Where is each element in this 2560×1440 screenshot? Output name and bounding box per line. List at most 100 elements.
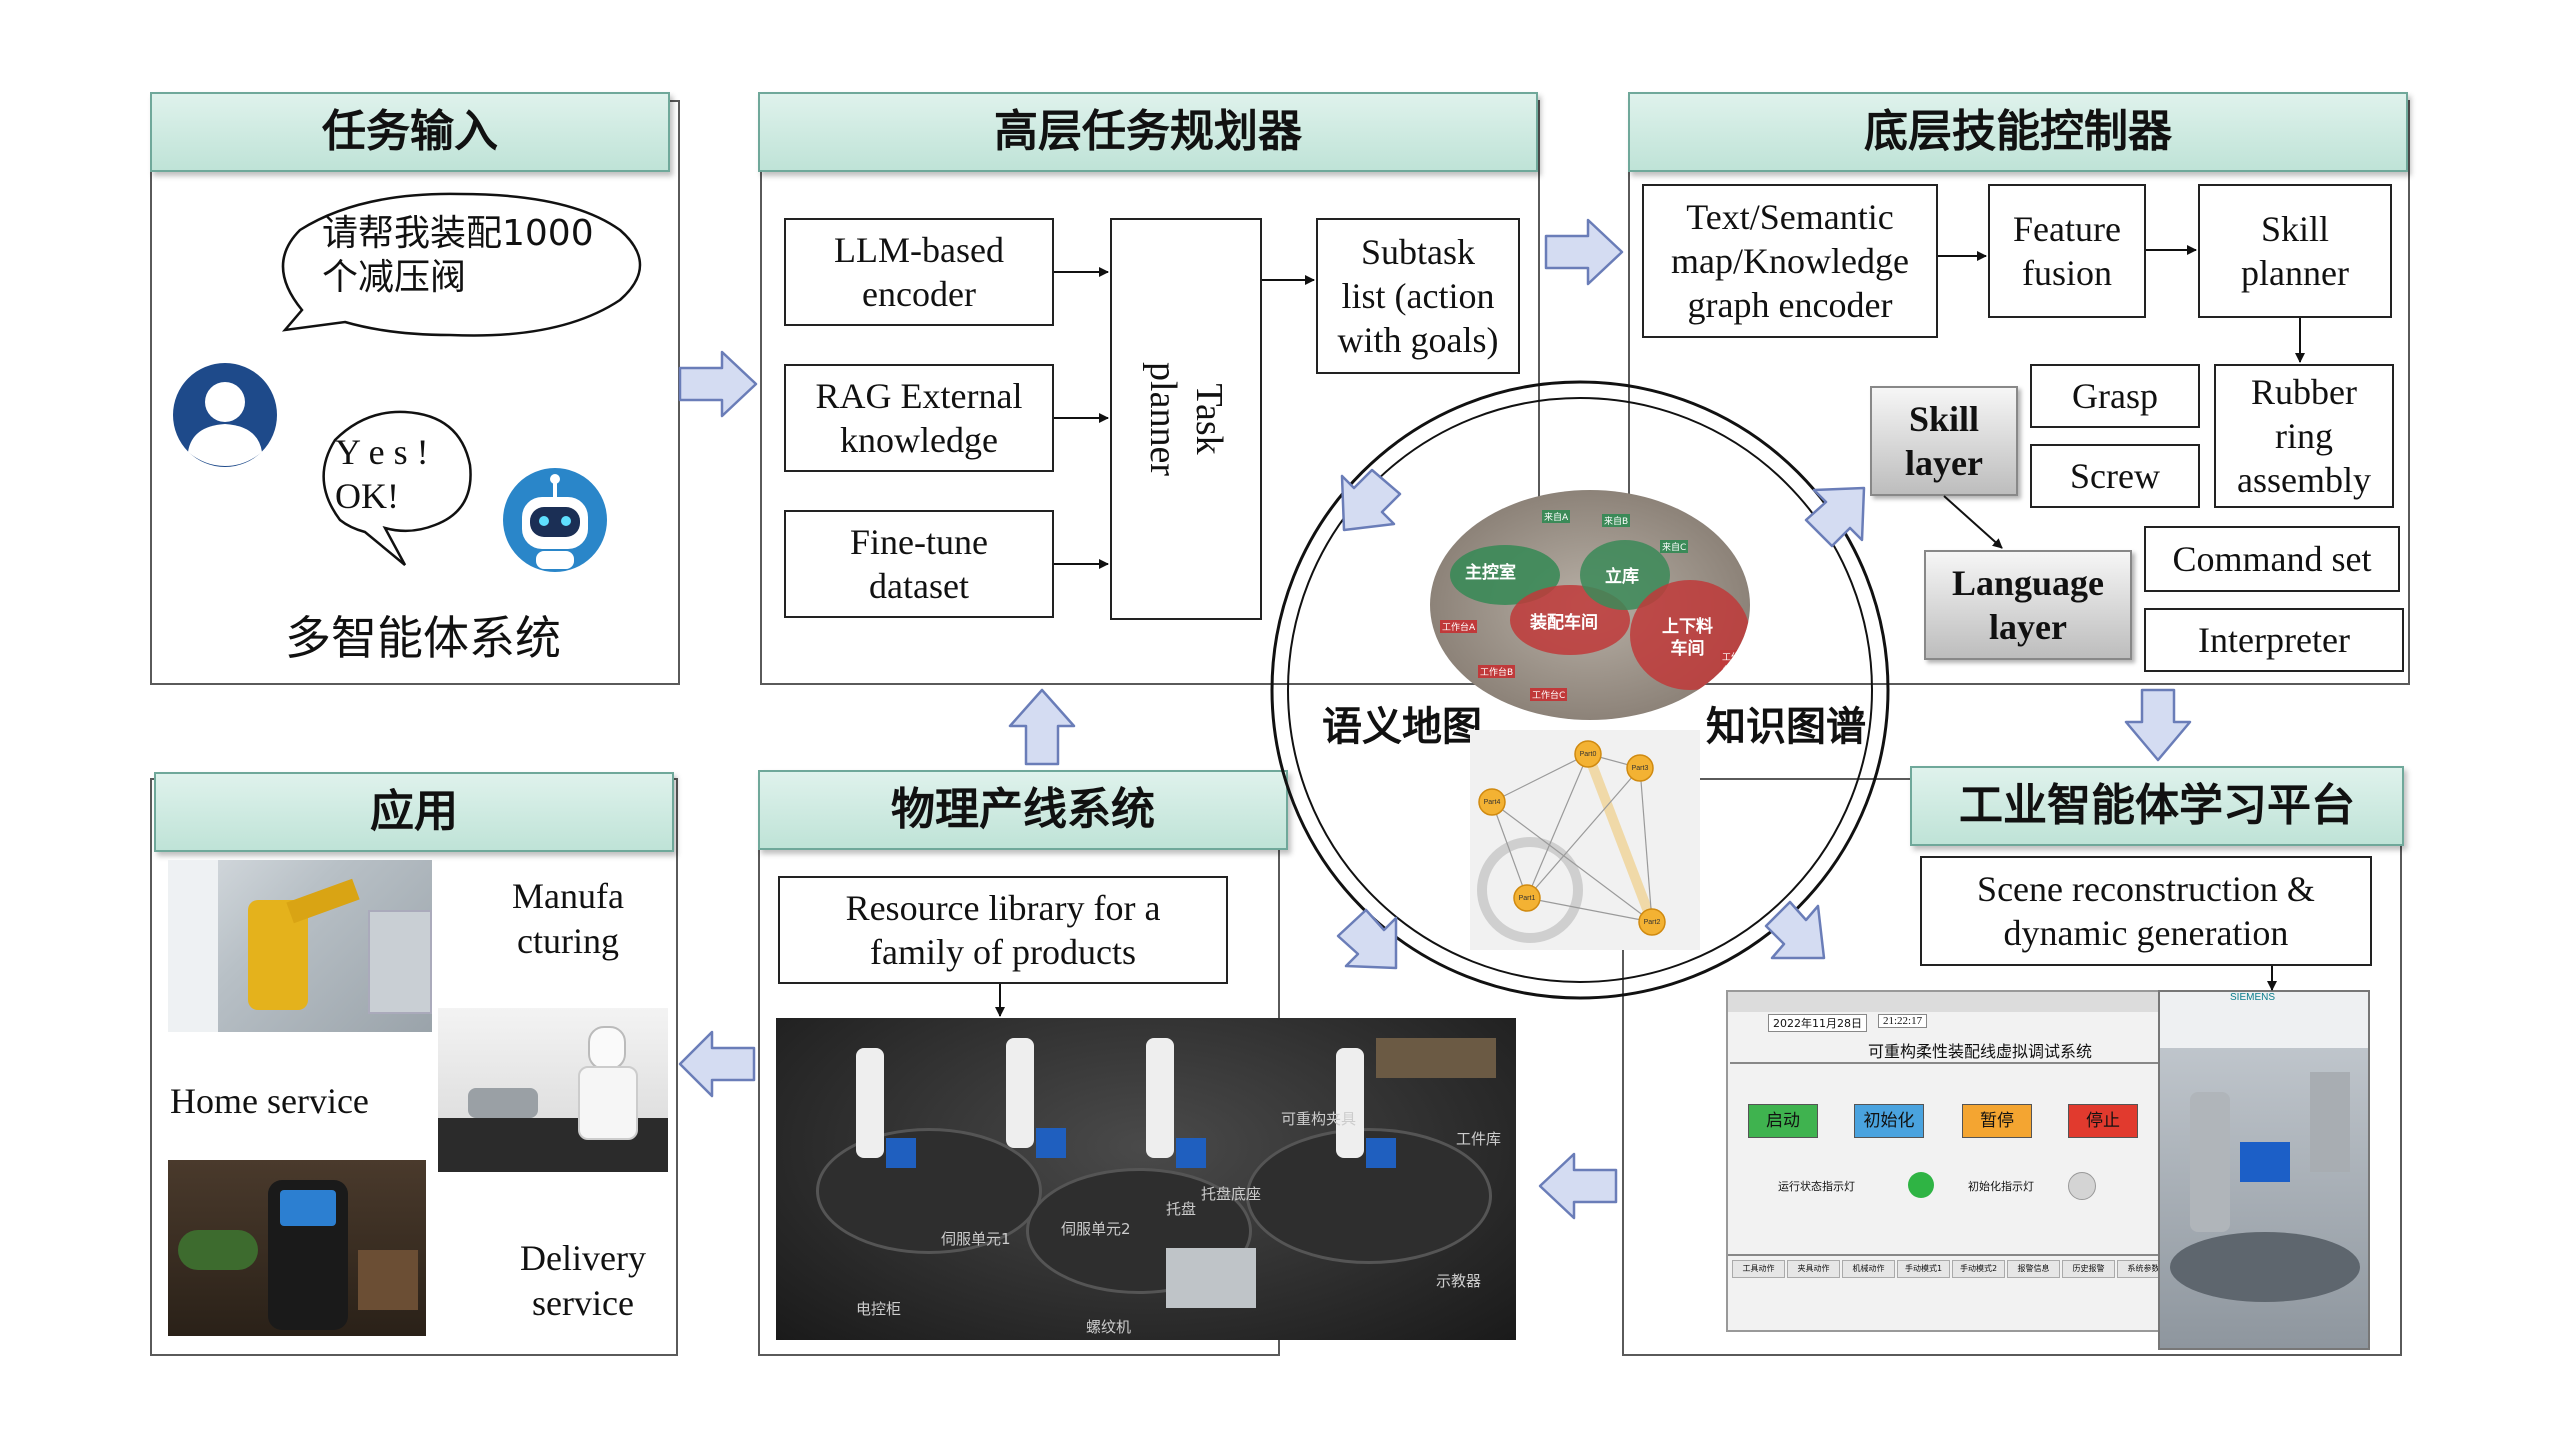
hmi-tab[interactable]: 报警信息: [2007, 1260, 2060, 1278]
simulation-screenshot: SIEMENS: [2158, 990, 2370, 1350]
graph-node-2: Part4: [1484, 799, 1501, 806]
manufacturing-photo: [168, 860, 432, 1032]
hmi-start-button[interactable]: 启动: [1748, 1104, 1818, 1138]
hmi-tab[interactable]: 机械动作: [1842, 1260, 1895, 1278]
hmi-title: 可重构柔性装配线虚拟调试系统: [1868, 1042, 2093, 1061]
hmi-tab-bar: 工具动作 夹具动作 机械动作 手动模式1 手动模式2 报警信息 历史报警 系统参…: [1732, 1260, 2170, 1278]
resource-library-box: Resource library for a family of product…: [778, 876, 1228, 984]
command-set-box: Command set: [2144, 526, 2400, 592]
cycle-arrow-top-right: [1804, 486, 1866, 548]
hmi-init-button[interactable]: 初始化: [1854, 1104, 1924, 1138]
map-label-3: 上下料 车间: [1662, 617, 1713, 659]
semantic-map-image: 主控室 立库 装配车间 上下料 车间 工作台A 工作台B 工作台C 来自A 来自…: [1430, 490, 1750, 720]
arrow-planner-to-controller: [1544, 218, 1624, 286]
home-service-photo: [438, 1008, 668, 1172]
hmi-date: 2022年11月28日: [1768, 1014, 1867, 1032]
production-line-photo: 可重构夹具 托盘 托盘底座 伺服单元1 伺服单元2 电控柜 螺纹机 示教器 工件…: [776, 1018, 1516, 1340]
knowledge-graph-image: Part0 Part3 Part4 Part1 Part2: [1470, 730, 1700, 950]
speech-bubble-user: [281, 192, 642, 337]
grasp-box: Grasp: [2030, 364, 2200, 428]
skill-layer-box: Skill layer: [1870, 386, 2018, 496]
scene-reconstruction-box: Scene reconstruction & dynamic generatio…: [1920, 856, 2372, 966]
graph-node-4: Part2: [1644, 919, 1661, 926]
task-input-title: 任务输入: [150, 92, 670, 172]
controller-title: 底层技能控制器: [1628, 92, 2408, 172]
arrow-physical-to-planner: [1008, 688, 1076, 766]
arrow-physical-to-application: [678, 1030, 756, 1098]
feature-fusion-box: Feature fusion: [1988, 184, 2146, 318]
arrow-controller-to-platform: [2124, 688, 2192, 762]
delivery-service-label: Delivery service: [520, 1238, 646, 1323]
hmi-run-indicator: [1908, 1172, 1934, 1198]
center-cycle: [1270, 380, 1890, 1000]
rubber-ring-box: Rubber ring assembly: [2214, 364, 2394, 508]
manufacturing-label: Manufa cturing: [512, 876, 624, 961]
map-label-0: 主控室: [1465, 563, 1516, 583]
interpreter-box: Interpreter: [2144, 608, 2404, 672]
llm-encoder-box: LLM-based encoder: [784, 218, 1054, 326]
map-label-6: 工作台C: [1530, 688, 1568, 701]
arrow-input-to-planner: [678, 350, 758, 418]
skill-planner-box: Skill planner: [2198, 184, 2392, 318]
physical-title: 物理产线系统: [758, 770, 1288, 850]
finetune-dataset-box: Fine-tune dataset: [784, 510, 1054, 618]
hmi-pause-button[interactable]: 暂停: [1962, 1104, 2032, 1138]
hmi-tab[interactable]: 历史报警: [2062, 1260, 2115, 1278]
planner-title: 高层任务规划器: [758, 92, 1538, 172]
knowledge-graph-label: 知识图谱: [1706, 704, 1866, 750]
photo-label-3: 伺服单元1: [941, 1230, 1011, 1248]
semantic-map-label: 语义地图: [1322, 704, 1482, 750]
photo-label-7: 示教器: [1436, 1272, 1482, 1290]
hmi-init-indicator: [2068, 1172, 2096, 1200]
photo-label-5: 电控柜: [856, 1300, 902, 1318]
photo-label-0: 可重构夹具: [1281, 1110, 1357, 1128]
subtask-list-box: Subtask list (action with goals): [1316, 218, 1520, 374]
language-layer-box: Language layer: [1924, 550, 2132, 660]
hmi-tab[interactable]: 夹具动作: [1787, 1260, 1840, 1278]
map-label-8: 来自B: [1602, 514, 1631, 527]
sim-brand: SIEMENS: [2230, 992, 2276, 1003]
map-label-10: 工作台D: [1720, 650, 1750, 676]
hmi-stop-button[interactable]: 停止: [2068, 1104, 2138, 1138]
graph-node-1: Part3: [1632, 765, 1649, 772]
map-label-4: 工作台A: [1440, 620, 1478, 633]
hmi-tab[interactable]: 手动模式1: [1897, 1260, 1950, 1278]
map-label-7: 来自A: [1542, 510, 1571, 523]
map-label-9: 来自C: [1660, 540, 1689, 553]
map-label-5: 工作台B: [1478, 665, 1516, 678]
hmi-init-indicator-label: 初始化指示灯: [1968, 1180, 2034, 1193]
text-semantic-encoder-box: Text/Semantic map/Knowledge graph encode…: [1642, 184, 1938, 338]
hmi-tab[interactable]: 工具动作: [1732, 1260, 1785, 1278]
photo-label-6: 螺纹机: [1086, 1318, 1132, 1336]
graph-node-0: Part0: [1580, 751, 1597, 758]
task-planner-box: Task planner: [1110, 218, 1262, 620]
rag-knowledge-box: RAG External knowledge: [784, 364, 1054, 472]
arrow-platform-to-physical: [1538, 1152, 1618, 1220]
map-label-2: 装配车间: [1530, 613, 1598, 633]
platform-title: 工业智能体学习平台: [1910, 766, 2404, 846]
photo-label-4: 伺服单元2: [1061, 1220, 1131, 1238]
speech-bubble-robot: [322, 410, 472, 566]
delivery-service-photo: [168, 1160, 426, 1336]
hmi-run-indicator-label: 运行状态指示灯: [1778, 1180, 1855, 1193]
home-service-label: Home service: [170, 1081, 369, 1121]
graph-node-3: Part1: [1519, 895, 1536, 902]
photo-label-1: 托盘: [1166, 1200, 1197, 1218]
hmi-screenshot: 2022年11月28日 21:22:17 可重构柔性装配线虚拟调试系统 启动 初…: [1726, 990, 2174, 1332]
cycle-arrow-bottom-right: [1764, 900, 1826, 960]
speech-robot-text: Y e s ! OK!: [335, 432, 429, 516]
map-label-1: 立库: [1605, 567, 1639, 587]
hmi-time: 21:22:17: [1878, 1014, 1928, 1028]
cycle-arrow-bottom-left: [1336, 908, 1398, 970]
speech-user-text: 请帮我装配1000 个减压阀: [322, 213, 594, 298]
screw-box: Screw: [2030, 444, 2200, 508]
hmi-tab[interactable]: 系统参数: [2117, 1260, 2170, 1278]
photo-label-2: 托盘底座: [1201, 1185, 1262, 1203]
cycle-arrow-top-left: [1340, 468, 1402, 532]
user-avatar-icon: [173, 363, 277, 467]
multi-agent-caption: 多智能体系统: [285, 611, 561, 665]
hmi-tab[interactable]: 手动模式2: [1952, 1260, 2005, 1278]
robot-avatar-icon: [503, 468, 607, 572]
